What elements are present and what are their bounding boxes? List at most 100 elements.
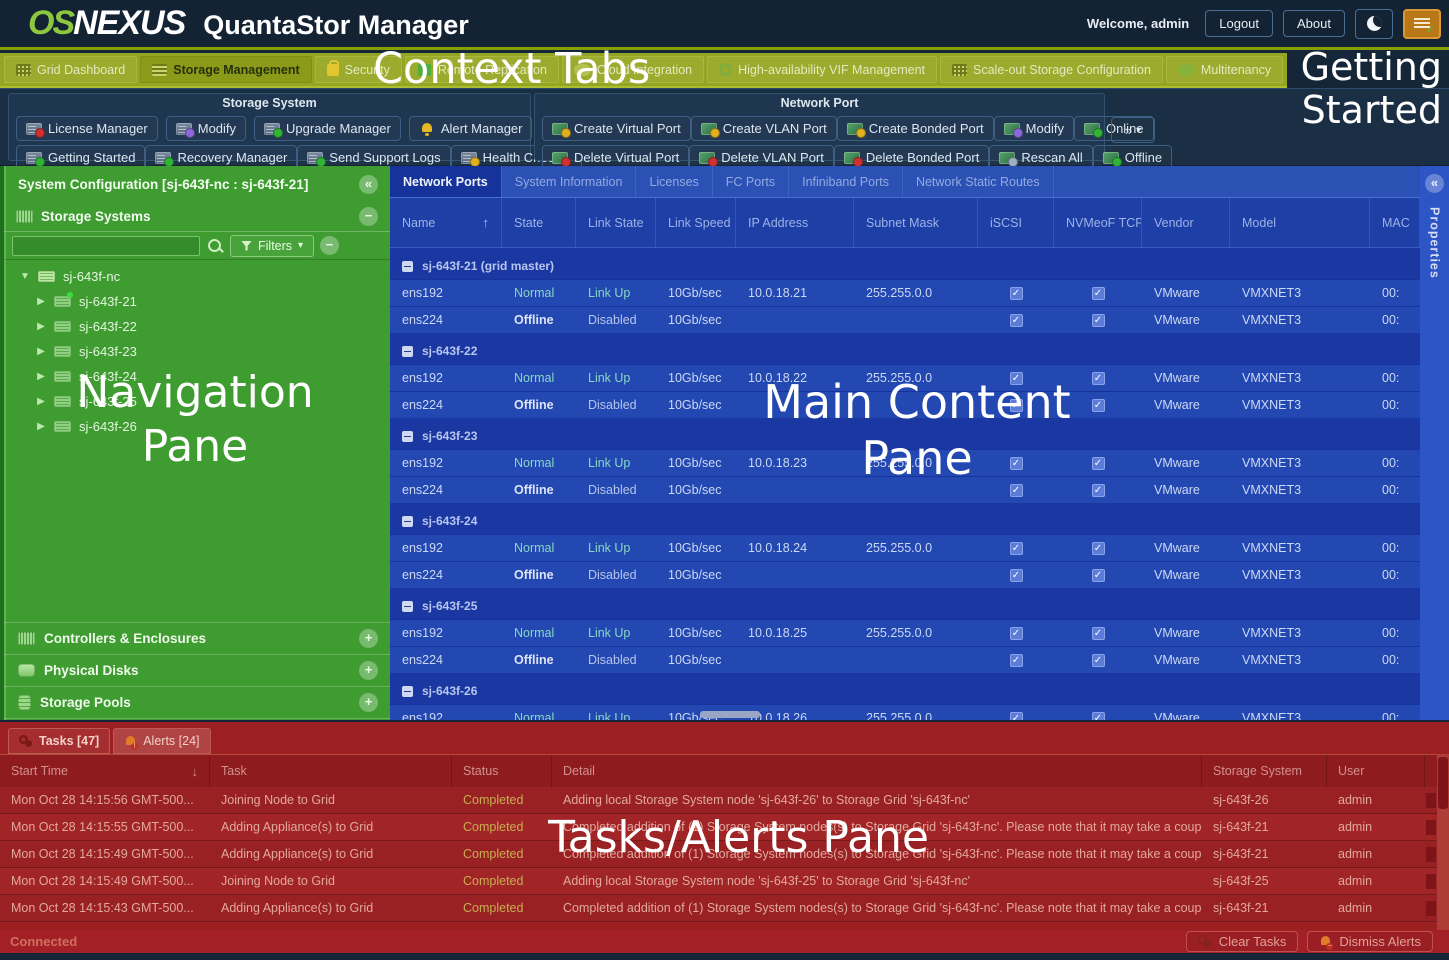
column-header-mac[interactable]: MAC: [1370, 198, 1420, 247]
tree-open-icon[interactable]: ▼: [20, 271, 30, 282]
ribbon-button-modify[interactable]: Modify: [993, 116, 1074, 141]
column-header-name[interactable]: Name↑: [390, 198, 502, 247]
column-header-nvmeof-tcp[interactable]: NVMeoF TCP: [1054, 198, 1142, 247]
nvmeof-checkbox-checked[interactable]: ✓: [1091, 286, 1105, 300]
collapse-group-icon[interactable]: [402, 345, 413, 357]
storage-systems-section-header[interactable]: Storage Systems −: [4, 202, 390, 232]
tab-network-ports[interactable]: Network Ports: [390, 166, 502, 197]
tree-node-sj-643f-22[interactable]: ▶sj-643f-22: [4, 314, 390, 339]
ribbon-button-create-vlan-port[interactable]: Create VLAN Port: [690, 116, 837, 141]
nav-section-network-shares[interactable]: Network Shares+: [4, 718, 390, 720]
task-column-header-start-time[interactable]: Start Time↓: [0, 755, 210, 787]
iscsi-checkbox-checked[interactable]: ✓: [1009, 653, 1023, 667]
clear-tasks-button[interactable]: Clear Tasks: [1185, 931, 1299, 952]
nav-section-storage-pools[interactable]: Storage Pools+: [4, 686, 390, 718]
nvmeof-checkbox-checked[interactable]: ✓: [1091, 456, 1105, 470]
ribbon-button-alert-manager[interactable]: Alert Manager: [408, 116, 533, 141]
context-tab-cloud-integration[interactable]: Cloud Integration: [561, 56, 705, 83]
about-button[interactable]: About: [1283, 10, 1345, 37]
column-header-ip-address[interactable]: IP Address: [736, 198, 854, 247]
properties-label[interactable]: Properties: [1427, 207, 1442, 279]
nvmeof-checkbox-checked[interactable]: ✓: [1091, 653, 1105, 667]
context-tab-grid-dashboard[interactable]: Grid Dashboard: [4, 56, 138, 83]
group-header-row[interactable]: sj-643f-25: [390, 593, 1420, 619]
tree-node-sj-643f-23[interactable]: ▶sj-643f-23: [4, 339, 390, 364]
expand-section-icon[interactable]: +: [359, 629, 378, 648]
tree-node-sj-643f-24[interactable]: ▶sj-643f-24: [4, 364, 390, 389]
ribbon-button-create-virtual-port[interactable]: Create Virtual Port: [542, 116, 691, 141]
tree-node-sj-643f-nc[interactable]: ▼sj-643f-nc: [4, 264, 390, 289]
context-tab-high-availability-vif-management[interactable]: High-availability VIF Management: [707, 56, 938, 83]
expand-section-icon[interactable]: +: [359, 693, 378, 712]
column-header-model[interactable]: Model: [1230, 198, 1370, 247]
task-row[interactable]: Mon Oct 28 14:15:56 GMT-500...Joining No…: [0, 787, 1449, 814]
iscsi-checkbox-checked[interactable]: ✓: [1009, 286, 1023, 300]
ribbon-button-modify[interactable]: Modify: [165, 116, 247, 141]
column-header-state[interactable]: State: [502, 198, 576, 247]
iscsi-checkbox-checked[interactable]: ✓: [1009, 398, 1023, 412]
iscsi-checkbox-checked[interactable]: ✓: [1009, 626, 1023, 640]
nav-section-physical-disks[interactable]: Physical Disks+: [4, 654, 390, 686]
iscsi-checkbox-checked[interactable]: ✓: [1009, 371, 1023, 385]
nav-search-input[interactable]: [12, 235, 200, 256]
logout-button[interactable]: Logout: [1205, 10, 1274, 37]
context-tab-security[interactable]: Security: [314, 56, 402, 83]
task-row[interactable]: Mon Oct 28 14:15:49 GMT-500...Adding App…: [0, 841, 1449, 868]
tree-closed-icon[interactable]: ▶: [37, 421, 45, 432]
group-header-row[interactable]: sj-643f-24: [390, 508, 1420, 534]
tree-closed-icon[interactable]: ▶: [37, 371, 45, 382]
tab-fc-ports[interactable]: FC Ports: [713, 166, 790, 197]
nvmeof-checkbox-checked[interactable]: ✓: [1091, 313, 1105, 327]
expand-properties-icon[interactable]: «: [1425, 174, 1444, 193]
column-header-vendor[interactable]: Vendor: [1142, 198, 1230, 247]
column-header-link-state[interactable]: Link State: [576, 198, 656, 247]
tab-licenses[interactable]: Licenses: [636, 166, 713, 197]
task-column-header-task[interactable]: Task: [210, 755, 452, 787]
collapse-group-icon[interactable]: [402, 600, 413, 612]
nvmeof-checkbox-checked[interactable]: ✓: [1091, 568, 1105, 582]
ribbon-button-create-bonded-port[interactable]: Create Bonded Port: [836, 116, 994, 141]
nvmeof-checkbox-checked[interactable]: ✓: [1091, 711, 1105, 720]
context-tab-storage-management[interactable]: Storage Management: [140, 56, 312, 83]
collapse-group-icon[interactable]: [402, 260, 413, 272]
tree-closed-icon[interactable]: ▶: [37, 321, 45, 332]
task-column-header-status[interactable]: Status: [452, 755, 552, 787]
dark-mode-toggle-button[interactable]: [1355, 8, 1393, 39]
collapse-group-icon[interactable]: [402, 515, 413, 527]
nvmeof-checkbox-checked[interactable]: ✓: [1091, 398, 1105, 412]
ribbon-button-upgrade-manager[interactable]: Upgrade Manager: [254, 116, 401, 141]
collapse-group-icon[interactable]: [402, 430, 413, 442]
horizontal-scrollbar-thumb[interactable]: [700, 711, 760, 718]
task-column-header-storage-system[interactable]: Storage System: [1202, 755, 1327, 787]
iscsi-checkbox-checked[interactable]: ✓: [1009, 313, 1023, 327]
task-row[interactable]: Mon Oct 28 14:15:49 GMT-500...Joining No…: [0, 868, 1449, 895]
tree-closed-icon[interactable]: ▶: [37, 396, 45, 407]
group-header-row[interactable]: sj-643f-22: [390, 338, 1420, 364]
group-header-row[interactable]: sj-643f-26: [390, 678, 1420, 704]
dismiss-alerts-button[interactable]: Dismiss Alerts: [1307, 931, 1433, 952]
tab-network-static-routes[interactable]: Network Static Routes: [903, 166, 1054, 197]
ribbon-button-send-support-logs[interactable]: Send Support Logs: [297, 145, 451, 170]
collapse-group-icon[interactable]: [402, 685, 413, 697]
collapse-pane-icon[interactable]: «: [359, 174, 378, 194]
iscsi-checkbox-checked[interactable]: ✓: [1009, 483, 1023, 497]
tree-node-sj-643f-21[interactable]: ▶sj-643f-21: [4, 289, 390, 314]
group-header-row[interactable]: sj-643f-23: [390, 423, 1420, 449]
collapse-section-icon[interactable]: −: [359, 207, 378, 226]
context-tab-remote-replication[interactable]: Remote Replication: [404, 56, 559, 83]
iscsi-checkbox-checked[interactable]: ✓: [1009, 541, 1023, 555]
nvmeof-checkbox-checked[interactable]: ✓: [1091, 483, 1105, 497]
column-header-subnet-mask[interactable]: Subnet Mask: [854, 198, 978, 247]
iscsi-checkbox-checked[interactable]: ✓: [1009, 568, 1023, 582]
task-column-header-user[interactable]: User: [1327, 755, 1425, 787]
column-header-iscsi[interactable]: iSCSI: [978, 198, 1054, 247]
tree-node-sj-643f-25[interactable]: ▶sj-643f-25: [4, 389, 390, 414]
ribbon-button-license-manager[interactable]: License Manager: [16, 116, 158, 141]
